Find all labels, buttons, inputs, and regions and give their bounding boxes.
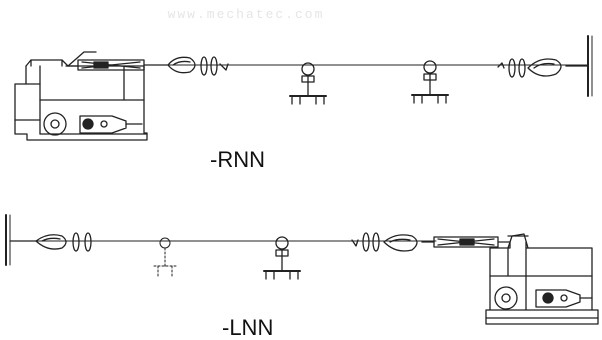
top-hanger-2 (411, 60, 449, 104)
bottom-turnbuckle (433, 236, 511, 248)
bottom-left-anchor (5, 214, 92, 266)
bottom-assembly (5, 214, 599, 325)
top-hanger-1 (289, 62, 327, 105)
bottom-hanger-2 (263, 236, 301, 280)
bottom-switch-housing (485, 233, 599, 325)
top-assembly (14, 35, 593, 141)
watermark-text: www.mechatec.com (167, 7, 325, 22)
top-variant-label: -RNN (210, 147, 265, 172)
top-switch-housing (14, 51, 148, 141)
top-left-thimble (167, 56, 229, 76)
bottom-variant-label: -LNN (222, 315, 274, 340)
bottom-right-thimble (351, 232, 435, 252)
top-turnbuckle (65, 59, 169, 71)
top-right-anchor (497, 35, 593, 97)
bottom-hanger-1 (153, 237, 177, 277)
